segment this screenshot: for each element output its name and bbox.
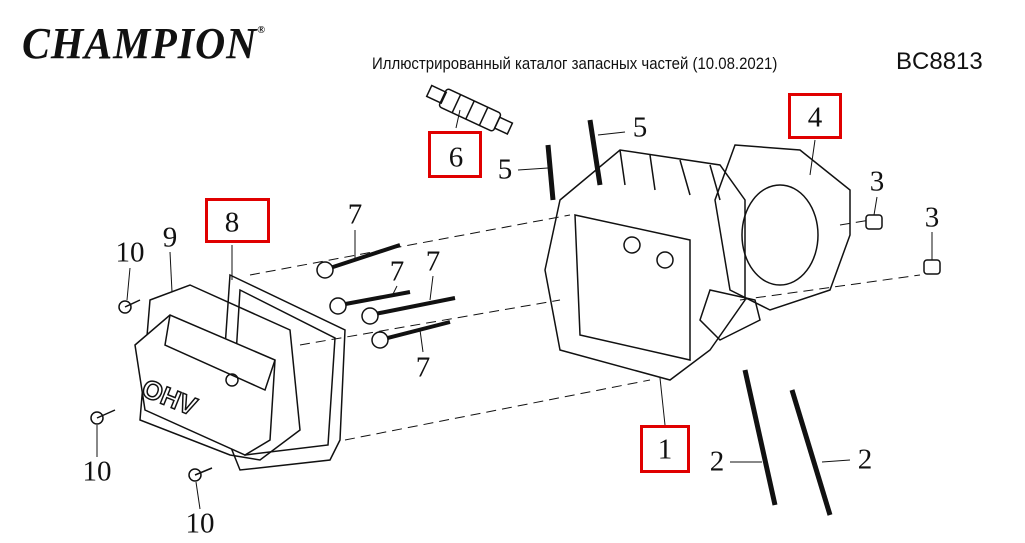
leader-lines (96, 109, 933, 510)
callout-part-10[interactable]: 10 (115, 236, 145, 269)
highlight-box-part-8 (205, 198, 270, 243)
spark-plug (425, 84, 514, 136)
callout-part-6[interactable]: 6 (448, 141, 464, 174)
callout-part-10[interactable]: 10 (82, 455, 112, 488)
callout-part-8[interactable]: 8 (224, 206, 240, 239)
callout-part-2[interactable]: 2 (709, 445, 725, 478)
champion-logo: CHAMPION® (22, 18, 266, 69)
callout-part-7[interactable]: 7 (415, 351, 431, 384)
cylinder-head (544, 149, 761, 381)
catalog-subtitle: Иллюстрированный каталог запасных частей… (372, 54, 778, 73)
highlight-box-part-6 (428, 131, 482, 178)
model-number: BC8813 (896, 48, 983, 75)
head-gasket (714, 144, 851, 311)
brand-name: CHAMPION (22, 19, 258, 68)
registered-mark: ® (257, 24, 266, 36)
callout-part-9[interactable]: 9 (162, 221, 178, 254)
callout-part-4[interactable]: 4 (807, 101, 823, 134)
highlight-box-part-4 (788, 93, 842, 139)
callout-part-1[interactable]: 1 (657, 433, 673, 466)
callout-part-10[interactable]: 10 (185, 507, 215, 540)
callout-part-7[interactable]: 7 (389, 255, 405, 288)
rubber-gasket (139, 284, 301, 461)
highlight-box-part-1 (640, 425, 690, 473)
callout-part-5[interactable]: 5 (497, 153, 513, 186)
callout-part-3[interactable]: 3 (869, 165, 885, 198)
bolts (329, 243, 456, 342)
callout-part-7[interactable]: 7 (347, 198, 363, 231)
screws (90, 299, 213, 482)
callout-part-2[interactable]: 2 (857, 443, 873, 476)
assembly-axis-lines (249, 214, 921, 441)
callout-part-3[interactable]: 3 (924, 201, 940, 234)
callout-part-5[interactable]: 5 (632, 111, 648, 144)
callout-part-7[interactable]: 7 (425, 245, 441, 278)
